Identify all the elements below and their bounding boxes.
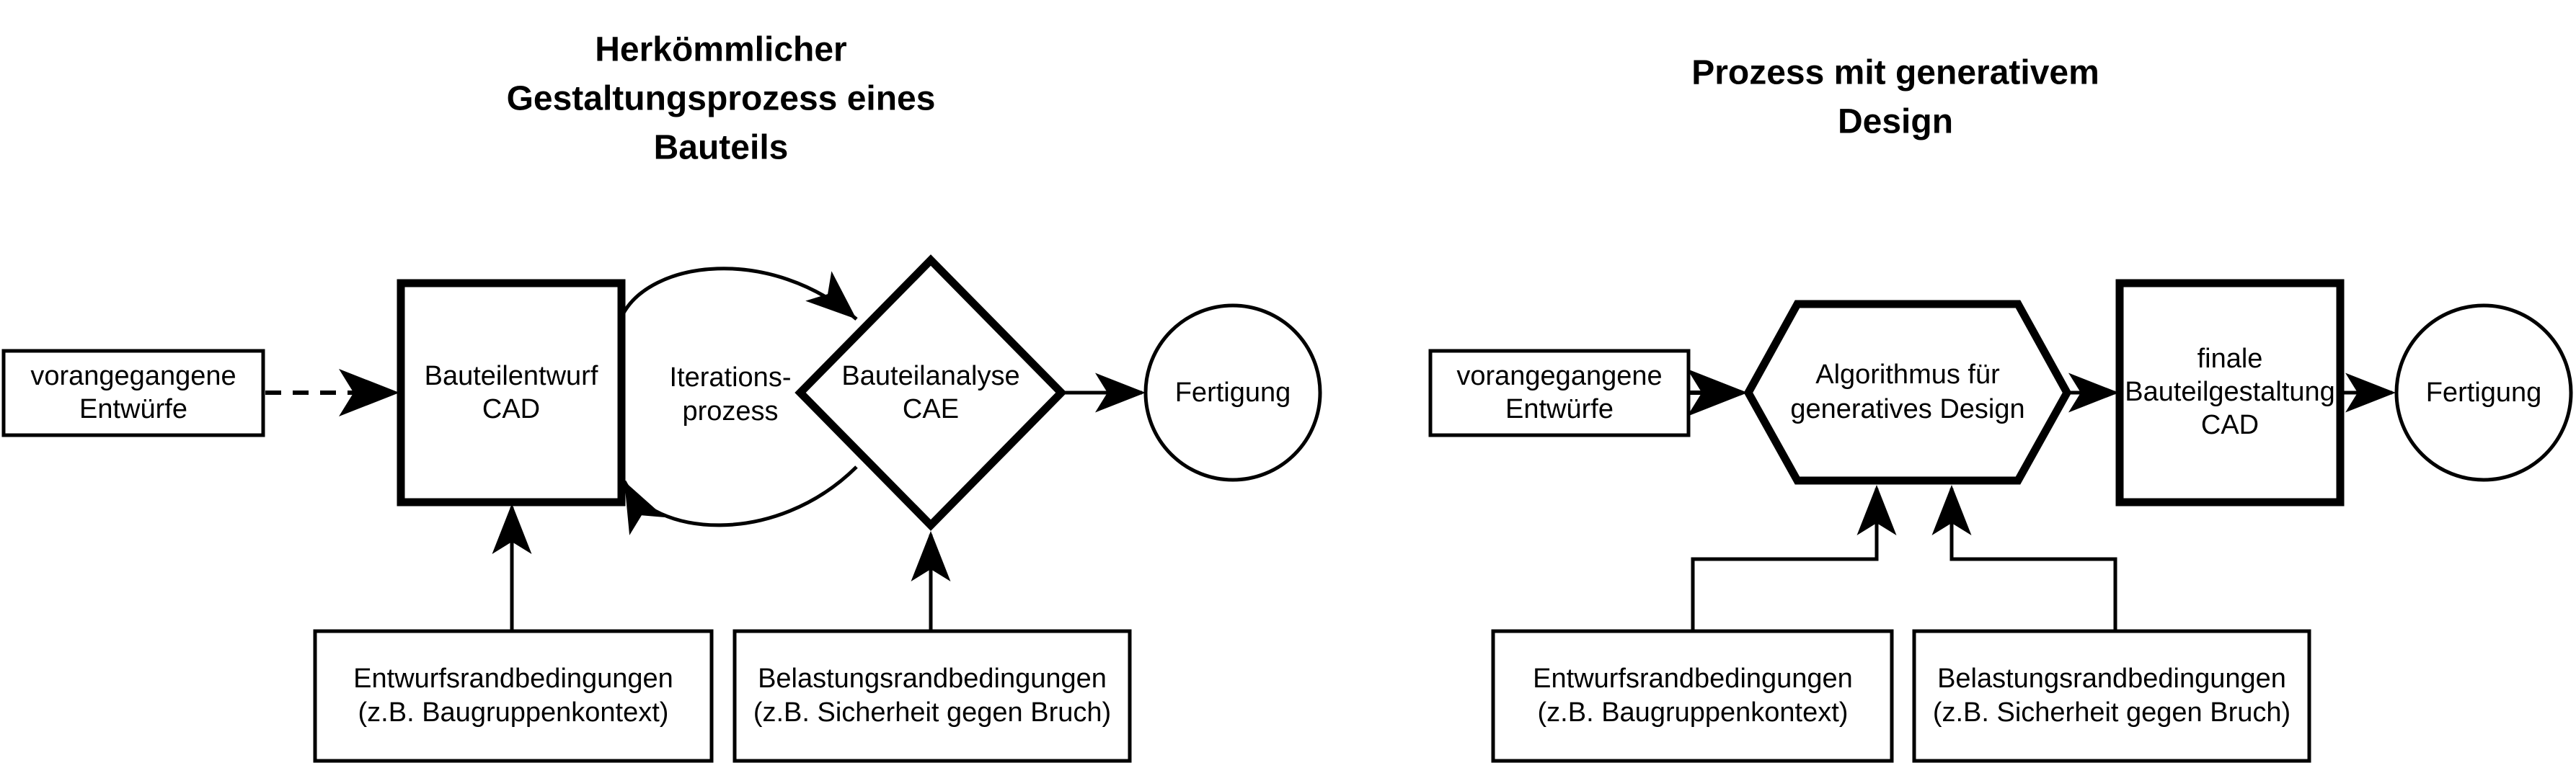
right-edge-loadconstraints-to-algorithm	[1931, 485, 2117, 631]
left-part-analysis-line-1: Bauteilanalyse	[841, 361, 1019, 391]
right-node-manufacturing[interactable]: Fertigung	[2394, 303, 2573, 482]
left-panel-title: Herkömmlicher Gestaltungsprozess eines B…	[507, 31, 936, 167]
right-final-part-line-1: finale	[2197, 344, 2263, 374]
right-edge-designconstraints-to-algorithm	[1691, 485, 1897, 631]
right-node-design-constraints[interactable]: Entwurfsrandbedingungen (z.B. Baugruppen…	[1491, 629, 1894, 763]
right-previous-designs-box[interactable]	[1428, 349, 1691, 437]
right-final-part-box[interactable]	[2115, 279, 2345, 507]
right-design-constraints-box[interactable]	[1491, 629, 1894, 763]
right-design-constraints-line-2: (z.B. Baugruppenkontext)	[1538, 697, 1849, 728]
left-design-constraints-box[interactable]	[313, 629, 714, 763]
right-design-constraints-line-1: Entwurfsrandbedingungen	[1533, 664, 1853, 694]
left-node-part-analysis[interactable]: Bauteilanalyse CAE	[795, 254, 1067, 531]
right-load-constraints-line-1: Belastungsrandbedingungen	[1937, 664, 2286, 694]
iteration-label-line-2: prozess	[682, 396, 778, 427]
left-load-constraints-line-2: (z.B. Sicherheit gegen Bruch)	[753, 697, 1111, 728]
right-final-part-line-2: Bauteilgestaltung	[2125, 377, 2335, 407]
right-load-constraints-line-2: (z.B. Sicherheit gegen Bruch)	[1933, 697, 2290, 728]
left-part-design-line-1: Bauteilentwurf	[425, 361, 598, 391]
left-node-manufacturing[interactable]: Fertigung	[1143, 303, 1322, 482]
left-node-load-constraints[interactable]: Belastungsrandbedingungen (z.B. Sicherhe…	[732, 629, 1132, 763]
left-title-line-1: Herkömmlicher	[595, 31, 846, 69]
left-edge-label-iteration: Iterations- prozess	[670, 362, 792, 427]
right-final-part-line-3: CAD	[2201, 410, 2259, 440]
left-node-part-design[interactable]: Bauteilentwurf CAD	[397, 279, 626, 507]
right-node-previous-designs[interactable]: vorangegangene Entwürfe	[1428, 349, 1691, 437]
left-manufacturing-circle[interactable]	[1143, 303, 1322, 482]
right-panel-title: Prozess mit generativem Design	[1691, 54, 2099, 141]
right-node-final-part[interactable]: finale Bauteilgestaltung CAD	[2115, 279, 2345, 507]
right-previous-designs-line-1: vorangegangene	[1456, 361, 1662, 391]
left-edge-analysis-to-design	[622, 465, 858, 535]
right-algorithm-line-1: Algorithmus für	[1815, 360, 2000, 390]
left-part-analysis-line-2: CAE	[903, 394, 959, 424]
left-previous-designs-box[interactable]	[1, 349, 265, 437]
right-load-constraints-box[interactable]	[1912, 629, 2311, 763]
left-manufacturing-label: Fertigung	[1175, 378, 1291, 408]
right-title-line-2: Design	[1838, 103, 1953, 141]
left-edge-design-to-analysis	[619, 267, 858, 321]
left-node-previous-designs[interactable]: vorangegangene Entwürfe	[1, 349, 265, 437]
left-part-analysis-diamond[interactable]	[795, 254, 1067, 531]
right-manufacturing-label: Fertigung	[2426, 378, 2542, 408]
iteration-label-line-1: Iterations-	[670, 362, 792, 393]
left-title-line-3: Bauteils	[654, 129, 789, 167]
right-manufacturing-circle[interactable]	[2394, 303, 2573, 482]
right-node-algorithm[interactable]: Algorithmus für generatives Design	[1743, 300, 2072, 485]
left-load-constraints-box[interactable]	[732, 629, 1132, 763]
left-part-design-box[interactable]	[397, 279, 626, 507]
left-previous-designs-line-2: Entwürfe	[79, 394, 187, 424]
left-design-constraints-line-1: Entwurfsrandbedingungen	[353, 664, 673, 694]
right-node-load-constraints[interactable]: Belastungsrandbedingungen (z.B. Sicherhe…	[1912, 629, 2311, 763]
left-part-design-line-2: CAD	[482, 394, 540, 424]
left-title-line-2: Gestaltungsprozess eines	[507, 80, 936, 118]
right-previous-designs-line-2: Entwürfe	[1505, 394, 1614, 424]
right-algorithm-line-2: generatives Design	[1790, 394, 2024, 424]
left-node-design-constraints[interactable]: Entwurfsrandbedingungen (z.B. Baugruppen…	[313, 629, 714, 763]
right-algorithm-hexagon[interactable]	[1743, 300, 2072, 485]
left-previous-designs-line-1: vorangegangene	[30, 361, 236, 391]
left-load-constraints-line-1: Belastungsrandbedingungen	[758, 664, 1107, 694]
right-title-line-1: Prozess mit generativem	[1691, 54, 2099, 92]
left-design-constraints-line-2: (z.B. Baugruppenkontext)	[358, 697, 669, 728]
